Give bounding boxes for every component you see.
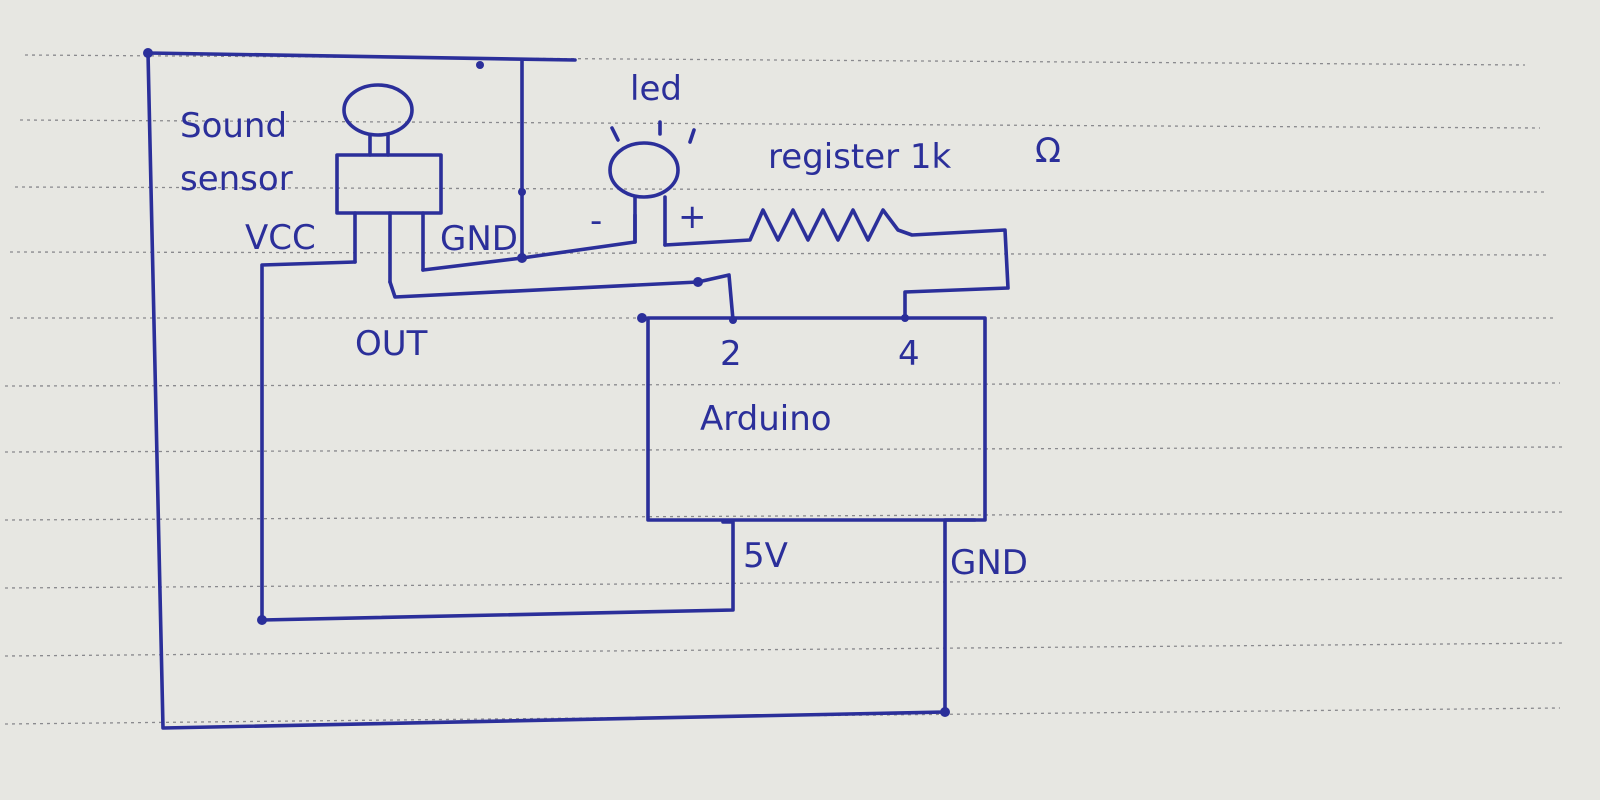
sound-sensor-label-2: sensor	[180, 159, 293, 199]
junction-top-rail	[476, 61, 484, 69]
resistor-wire	[663, 208, 1010, 320]
sensor-gnd-label: GND	[440, 219, 518, 259]
led-minus-label: -	[590, 201, 602, 241]
led-label: led	[630, 69, 682, 109]
sensor-body	[335, 153, 443, 215]
sound-sensor-label-1: Sound	[180, 106, 287, 146]
pin-2-node	[729, 316, 737, 324]
pin-2-label: 2	[720, 334, 742, 374]
junction-vcc	[257, 615, 267, 625]
ohm-symbol: Ω	[1035, 131, 1061, 171]
led-plus-label: +	[678, 197, 707, 237]
sound-sensor	[335, 83, 443, 284]
led-glow-icon	[610, 120, 696, 144]
out-label: OUT	[355, 324, 428, 364]
led-symbol	[608, 120, 696, 247]
junction-bottom-right	[940, 707, 950, 717]
vcc-wire	[260, 260, 735, 622]
vcc-label: VCC	[245, 218, 316, 258]
arduino-label: Arduino	[700, 399, 832, 439]
resistor-label: register 1k	[768, 137, 952, 177]
arduino-board	[646, 316, 987, 522]
junction-ground	[517, 253, 527, 263]
led-icon	[608, 141, 680, 199]
pin-4-label: 4	[898, 334, 920, 374]
out-wire	[388, 273, 735, 322]
junction-top-left	[143, 48, 153, 58]
pin-4-node	[901, 314, 909, 322]
junction-out	[693, 277, 703, 287]
five-v-label: 5V	[743, 536, 788, 576]
microphone-icon	[342, 83, 414, 137]
arduino-gnd-label: GND	[950, 543, 1028, 583]
junction-tap	[518, 188, 526, 196]
junction-arduino-corner	[637, 313, 647, 323]
